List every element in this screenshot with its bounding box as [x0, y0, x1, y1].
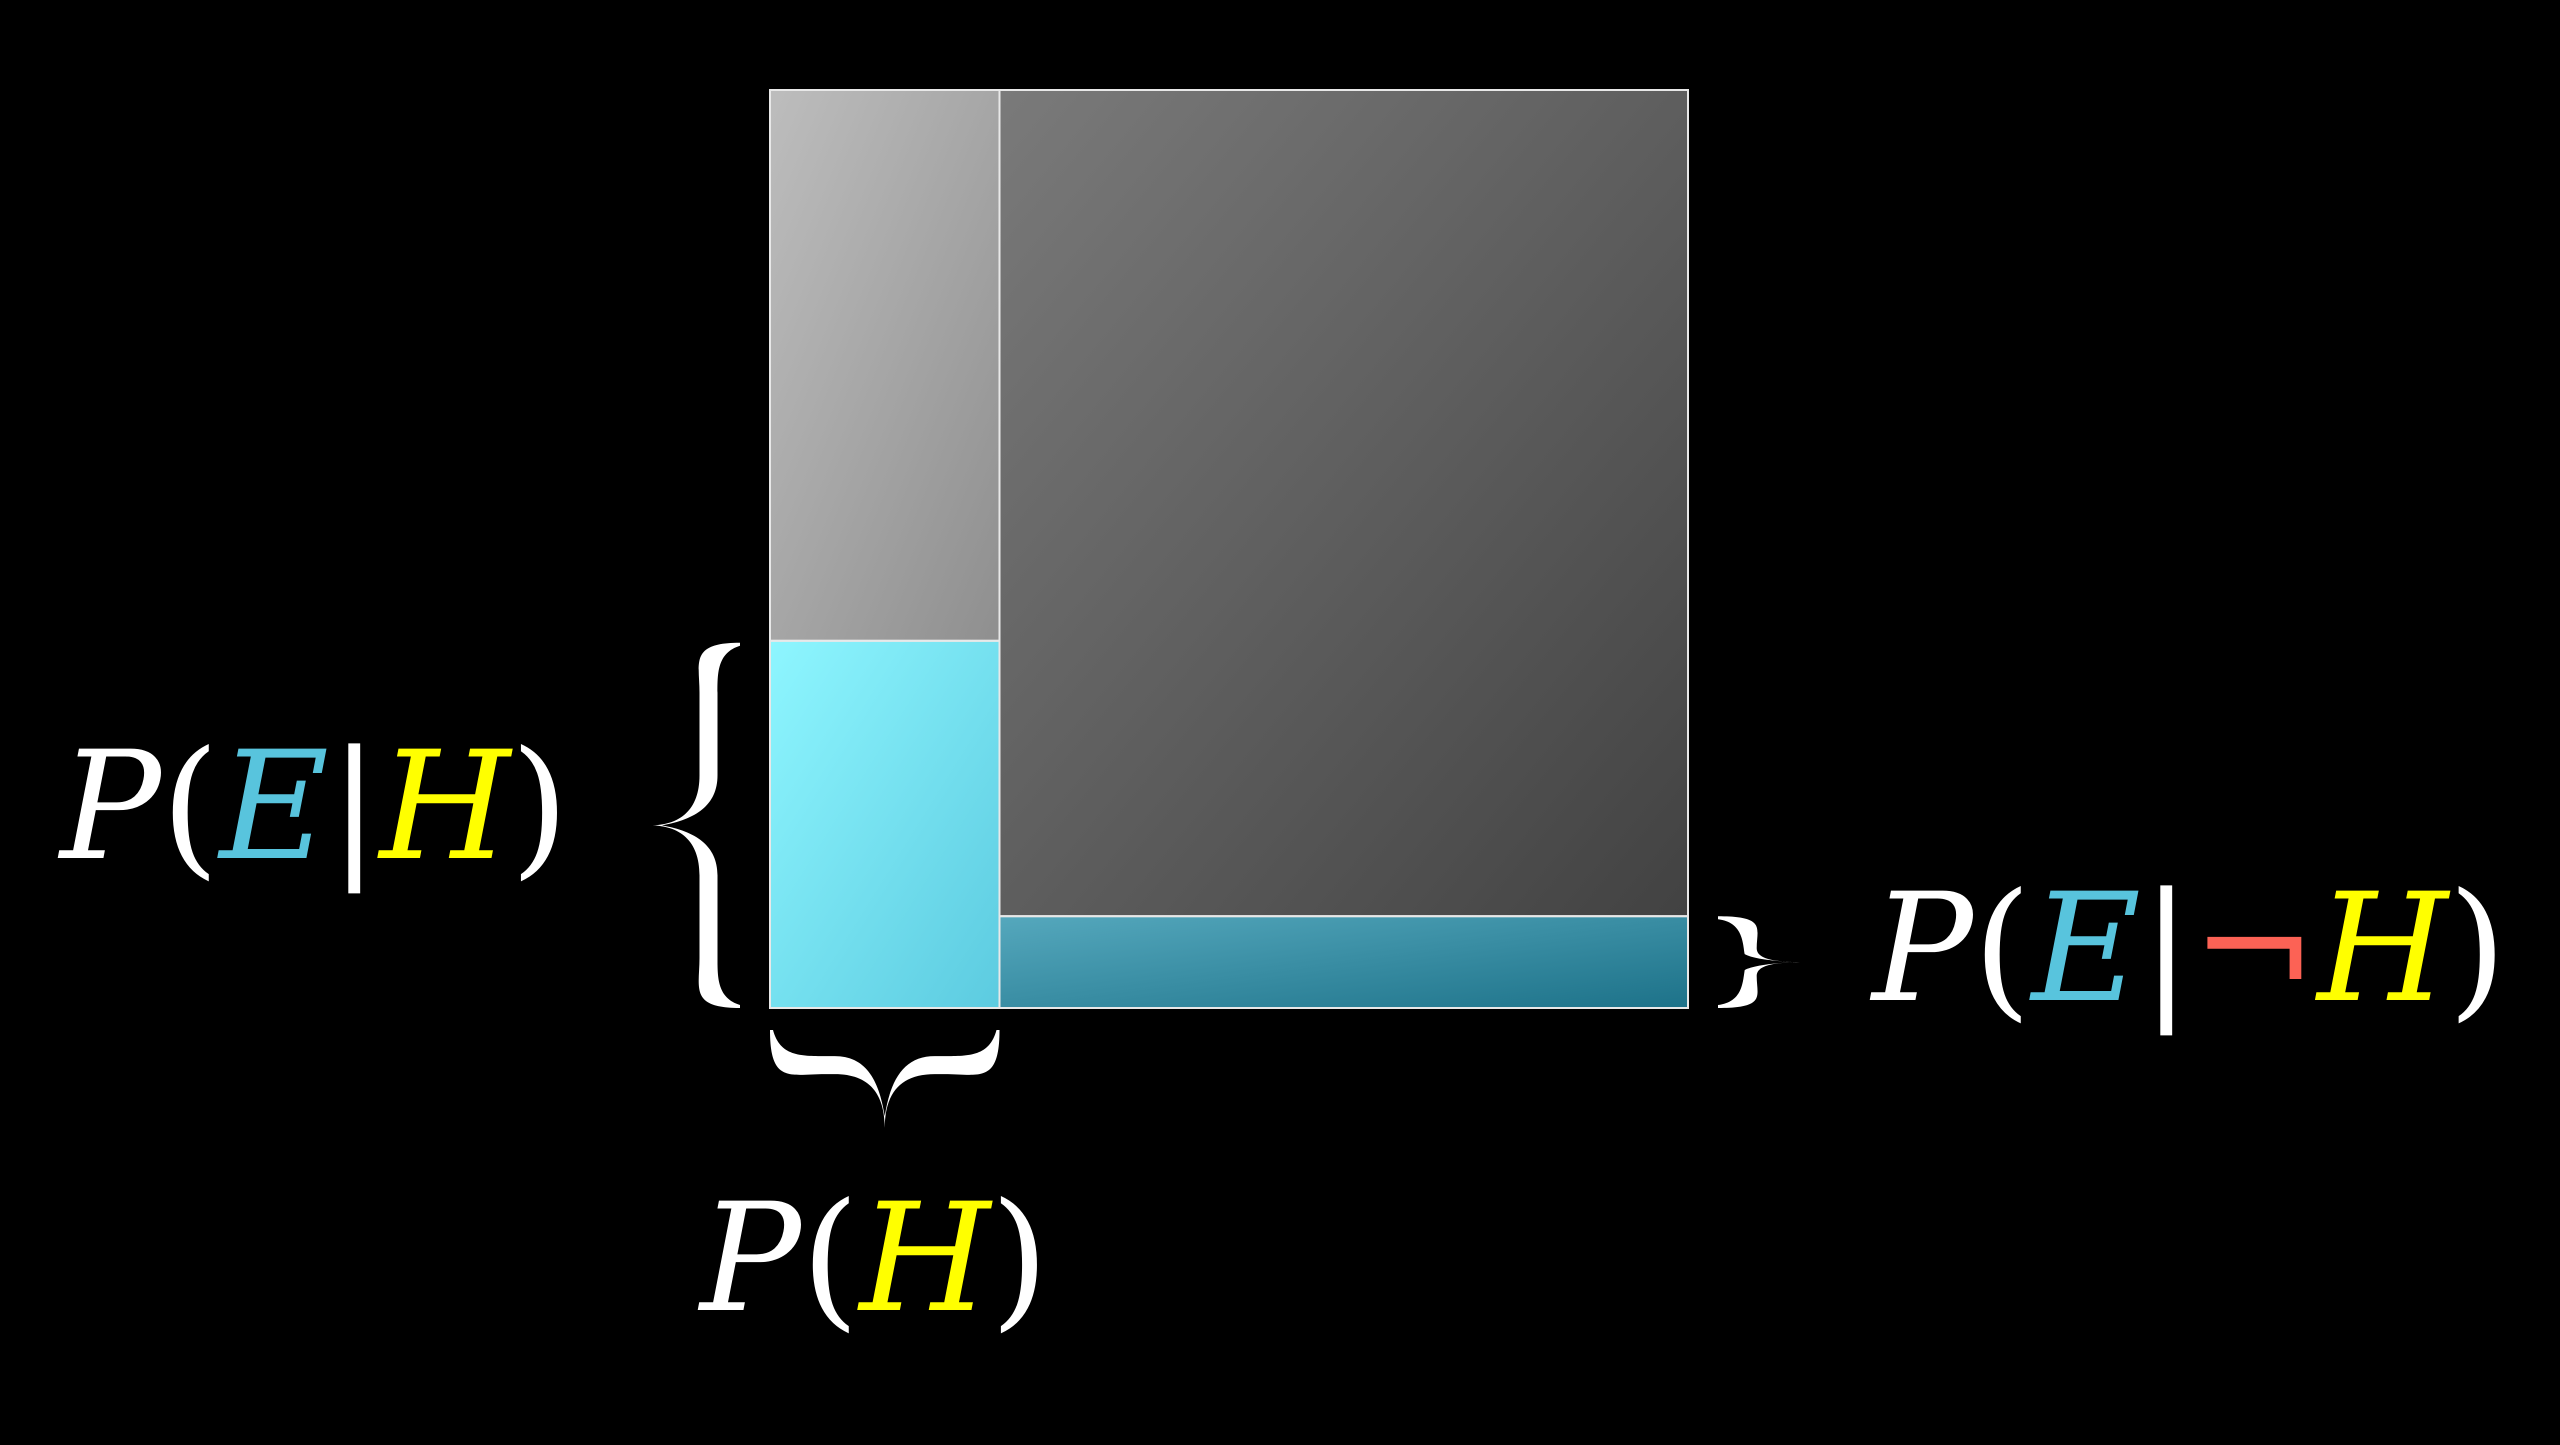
label-e: E [2028, 862, 2141, 1036]
region-h-and-e [770, 640, 1000, 1008]
label-p-e-given-h: P(E|H) [57, 720, 569, 894]
label-close-paren: ) [510, 720, 569, 894]
label-bar: | [329, 720, 380, 894]
label-close-paren: ) [990, 1172, 1049, 1346]
label-p-e-given-not-h: P(E|¬H) [1869, 862, 2507, 1036]
brace-left-icon [650, 642, 740, 1008]
label-open-paren: ( [161, 720, 220, 894]
region-outlines [769, 89, 1689, 1010]
label-open-paren: ( [1973, 862, 2032, 1036]
brace-bottom-icon [770, 1030, 1000, 1128]
label-not-symbol: ¬ [2192, 862, 2318, 1036]
label-h: H [2314, 862, 2451, 1036]
region-h-and-not-e [770, 90, 1000, 641]
region-outline [998, 915, 1689, 1010]
label-p: P [1869, 862, 1976, 1036]
label-close-paren: ) [2448, 862, 2507, 1036]
brace-right-icon [1718, 916, 1804, 1008]
region-not-h-and-not-e [999, 90, 1688, 917]
label-p-h: P(H) [697, 1172, 1049, 1346]
label-h: H [377, 720, 514, 894]
label-p: P [697, 1172, 804, 1346]
region-outline [769, 639, 1001, 1009]
region-not-h-and-e [999, 916, 1688, 1008]
label-e: E [216, 720, 329, 894]
label-open-paren: ( [801, 1172, 860, 1346]
label-p: P [57, 720, 164, 894]
label-h: H [856, 1172, 993, 1346]
label-bar: | [2141, 862, 2192, 1036]
